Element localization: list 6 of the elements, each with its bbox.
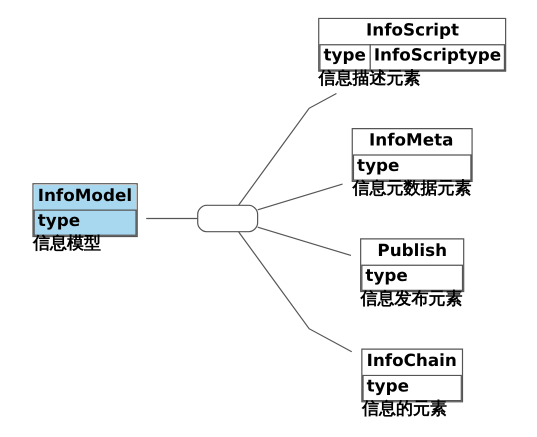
connector [257, 226, 351, 256]
connector [238, 92, 336, 206]
connector [146, 218, 197, 220]
connector [238, 232, 352, 352]
node-box [196, 204, 258, 232]
connector [257, 184, 342, 210]
